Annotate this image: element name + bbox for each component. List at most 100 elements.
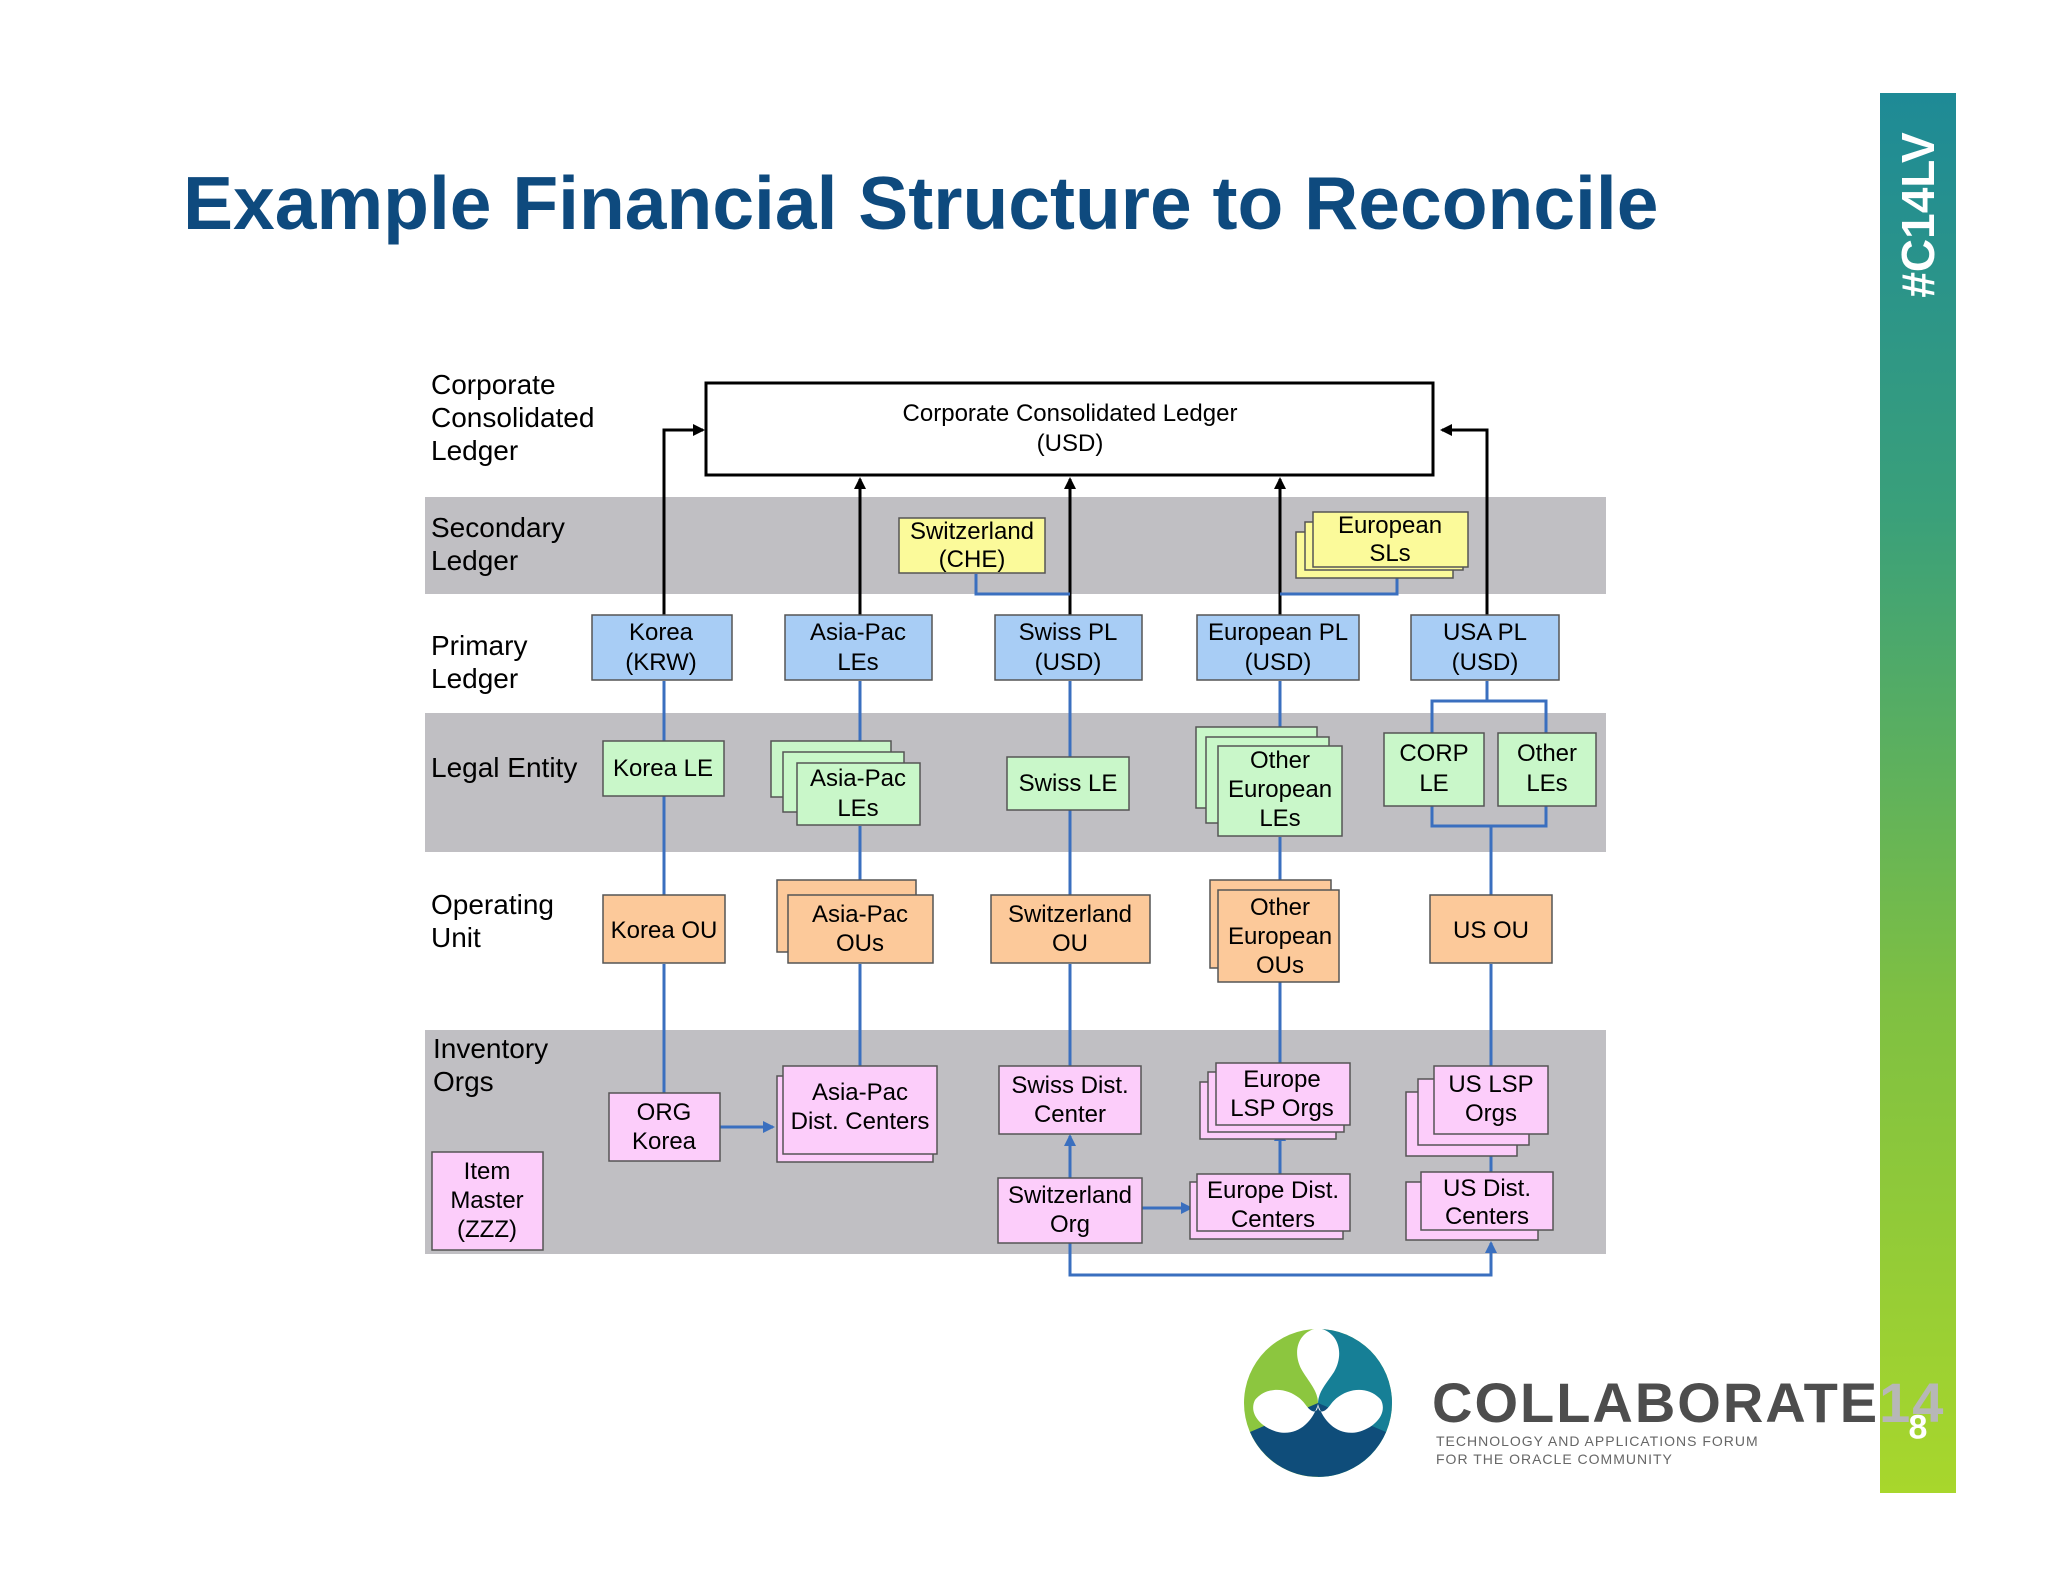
svg-text:Corporate Consolidated Ledger: Corporate Consolidated Ledger bbox=[903, 400, 1238, 427]
node-le-swiss: Swiss LE bbox=[1006, 756, 1130, 811]
node-corporate-consolidated-ledger: Corporate Consolidated Ledger (USD) bbox=[704, 381, 1435, 477]
consolidation-arrows bbox=[662, 424, 1489, 619]
arrow-korea-to-ccl bbox=[662, 424, 705, 619]
svg-text:Korea OU: Korea OU bbox=[611, 917, 718, 944]
svg-text:European: European bbox=[1228, 923, 1332, 950]
row-label-inventory-orgs: Inventory Orgs bbox=[433, 1033, 548, 1097]
svg-text:Center: Center bbox=[1034, 1101, 1106, 1128]
node-sl-switzerland: Switzerland (CHE) bbox=[898, 517, 1046, 574]
node-inv-us-lsp-orgs: US LSP Orgs bbox=[1405, 1065, 1549, 1157]
svg-text:US LSP: US LSP bbox=[1448, 1071, 1533, 1098]
svg-text:CORP: CORP bbox=[1399, 740, 1468, 767]
node-pl-asiapac: Asia-Pac LEs bbox=[784, 614, 933, 681]
svg-text:OU: OU bbox=[1052, 930, 1088, 957]
svg-text:SLs: SLs bbox=[1369, 540, 1410, 567]
svg-text:Other: Other bbox=[1250, 747, 1310, 774]
svg-text:LEs: LEs bbox=[1259, 805, 1300, 832]
svg-text:Korea: Korea bbox=[632, 1128, 697, 1155]
node-pl-swiss: Swiss PL (USD) bbox=[994, 614, 1143, 681]
slide-title: Example Financial Structure to Reconcile bbox=[183, 161, 1659, 245]
arrow-switz-org-to-us-dc bbox=[1068, 1241, 1497, 1277]
arrow-usa-to-ccl bbox=[1440, 424, 1489, 619]
svg-text:Ledger: Ledger bbox=[431, 435, 518, 466]
svg-text:(USD): (USD) bbox=[1035, 649, 1102, 676]
row-label-operating-unit: Operating Unit bbox=[431, 889, 554, 953]
node-inv-europe-lsp-orgs: Europe LSP Orgs bbox=[1199, 1062, 1351, 1140]
row-label-primary-ledger: Primary Ledger bbox=[431, 630, 527, 694]
logo-word: COLLABORATE bbox=[1432, 1371, 1880, 1434]
connector-switz-sl bbox=[974, 574, 1070, 596]
svg-text:Inventory: Inventory bbox=[433, 1033, 548, 1064]
svg-text:ORG: ORG bbox=[637, 1099, 692, 1126]
svg-text:(USD): (USD) bbox=[1452, 649, 1519, 676]
svg-text:European: European bbox=[1228, 776, 1332, 803]
svg-text:(ZZZ): (ZZZ) bbox=[457, 1216, 517, 1243]
node-ou-switzerland: Switzerland OU bbox=[990, 894, 1151, 964]
svg-text:Swiss LE: Swiss LE bbox=[1019, 770, 1118, 797]
collaborate-logo-tagline: TECHNOLOGY AND APPLICATIONS FORUM FOR TH… bbox=[1436, 1432, 1759, 1468]
node-inv-org-korea: ORG Korea bbox=[608, 1092, 721, 1162]
svg-text:Primary: Primary bbox=[431, 630, 527, 661]
svg-text:(KRW): (KRW) bbox=[625, 649, 697, 676]
node-pl-european: European PL (USD) bbox=[1196, 614, 1360, 681]
svg-text:LEs: LEs bbox=[837, 795, 878, 822]
svg-text:LSP Orgs: LSP Orgs bbox=[1230, 1095, 1334, 1122]
svg-text:(USD): (USD) bbox=[1037, 430, 1104, 457]
node-ou-korea: Korea OU bbox=[602, 894, 726, 964]
svg-text:Legal Entity: Legal Entity bbox=[431, 752, 577, 783]
svg-text:Asia-Pac: Asia-Pac bbox=[810, 619, 906, 646]
svg-text:LEs: LEs bbox=[1526, 770, 1567, 797]
row-label-legal-entity: Legal Entity bbox=[431, 752, 577, 783]
svg-text:Switzerland: Switzerland bbox=[1008, 1182, 1132, 1209]
svg-text:Ledger: Ledger bbox=[431, 663, 518, 694]
svg-text:Europe: Europe bbox=[1243, 1066, 1320, 1093]
svg-text:Orgs: Orgs bbox=[433, 1066, 494, 1097]
node-le-corp: CORP LE bbox=[1383, 732, 1485, 807]
node-inv-switzerland-org: Switzerland Org bbox=[997, 1177, 1143, 1244]
logo-tagline-line-2: FOR THE ORACLE COMMUNITY bbox=[1436, 1451, 1673, 1467]
connector-usa-le-bracket-top bbox=[1430, 699, 1548, 733]
page-number: 8 bbox=[1908, 1408, 1928, 1447]
svg-text:Asia-Pac: Asia-Pac bbox=[810, 765, 906, 792]
svg-text:Corporate: Corporate bbox=[431, 369, 556, 400]
node-pl-usa: USA PL (USD) bbox=[1410, 614, 1560, 681]
svg-text:Centers: Centers bbox=[1445, 1203, 1529, 1230]
svg-text:USA PL: USA PL bbox=[1443, 619, 1527, 646]
svg-text:Ledger: Ledger bbox=[431, 545, 518, 576]
svg-text:Master: Master bbox=[450, 1187, 523, 1214]
svg-text:Switzerland: Switzerland bbox=[1008, 901, 1132, 928]
node-pl-korea: Korea (KRW) bbox=[591, 614, 733, 681]
node-inv-us-dist-centers: US Dist. Centers bbox=[1405, 1171, 1554, 1241]
collaborate-logo-icon bbox=[1244, 1328, 1392, 1477]
svg-text:(CHE): (CHE) bbox=[939, 546, 1006, 573]
svg-text:Switzerland: Switzerland bbox=[910, 518, 1034, 545]
svg-text:Consolidated: Consolidated bbox=[431, 402, 594, 433]
svg-text:Swiss PL: Swiss PL bbox=[1019, 619, 1118, 646]
node-le-other-european: Other European LEs bbox=[1195, 726, 1343, 837]
svg-text:European PL: European PL bbox=[1208, 619, 1348, 646]
svg-text:US OU: US OU bbox=[1453, 917, 1529, 944]
node-le-korea: Korea LE bbox=[602, 740, 725, 797]
blue-connectors bbox=[662, 571, 1548, 1277]
svg-text:LEs: LEs bbox=[837, 649, 878, 676]
logo-tagline-line-1: TECHNOLOGY AND APPLICATIONS FORUM bbox=[1436, 1433, 1759, 1449]
svg-text:OUs: OUs bbox=[836, 930, 884, 957]
node-ou-other-european: Other European OUs bbox=[1209, 879, 1340, 983]
svg-text:Swiss Dist.: Swiss Dist. bbox=[1011, 1072, 1128, 1099]
svg-text:Asia-Pac: Asia-Pac bbox=[812, 901, 908, 928]
svg-text:Other: Other bbox=[1517, 740, 1577, 767]
node-inv-europe-dist-centers: Europe Dist. Centers bbox=[1189, 1173, 1351, 1240]
node-inv-swiss-dist-center: Swiss Dist. Center bbox=[998, 1065, 1142, 1135]
svg-text:Korea LE: Korea LE bbox=[613, 755, 713, 782]
svg-text:Item: Item bbox=[464, 1158, 511, 1185]
node-sl-european: European SLs bbox=[1295, 511, 1469, 579]
svg-text:Unit: Unit bbox=[431, 922, 481, 953]
node-inv-asiapac-dist-centers: Asia-Pac Dist. Centers bbox=[776, 1065, 938, 1163]
svg-text:(USD): (USD) bbox=[1245, 649, 1312, 676]
svg-text:US Dist.: US Dist. bbox=[1443, 1175, 1531, 1202]
svg-text:Korea: Korea bbox=[629, 619, 694, 646]
svg-text:European: European bbox=[1338, 512, 1442, 539]
collaborate-logo-wordmark: COLLABORATE14 bbox=[1432, 1370, 1945, 1435]
node-le-other: Other LEs bbox=[1497, 732, 1597, 807]
